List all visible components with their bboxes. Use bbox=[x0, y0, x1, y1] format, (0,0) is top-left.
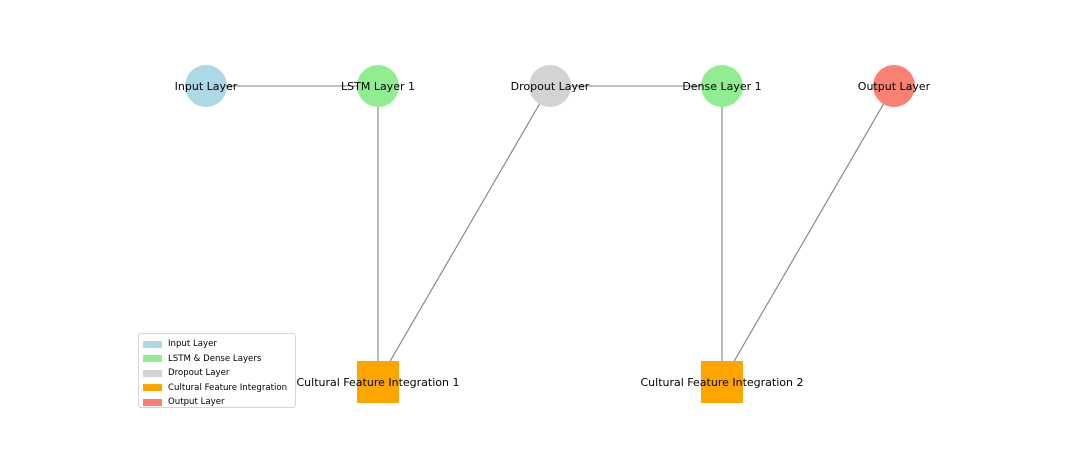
legend-label: Input Layer bbox=[168, 339, 217, 350]
node-label-dropout: Dropout Layer bbox=[511, 80, 590, 93]
node-label-cfi1: Cultural Feature Integration 1 bbox=[297, 376, 460, 389]
legend: Input Layer LSTM & Dense Layers Dropout … bbox=[138, 333, 296, 408]
node-output bbox=[873, 65, 915, 107]
legend-item-input: Input Layer bbox=[143, 337, 295, 352]
node-label-cfi2: Cultural Feature Integration 2 bbox=[641, 376, 804, 389]
node-label-input: Input Layer bbox=[175, 80, 238, 93]
legend-label: Cultural Feature Integration bbox=[168, 382, 288, 393]
legend-item-dropout: Dropout Layer bbox=[143, 366, 295, 381]
node-cfi1 bbox=[357, 361, 399, 403]
node-cfi2 bbox=[701, 361, 743, 403]
node-dense1 bbox=[701, 65, 743, 107]
edge-cfi2-output bbox=[721, 85, 895, 383]
node-lstm1 bbox=[357, 65, 399, 107]
node-labels: Input Layer LSTM Layer 1 Dropout Layer Dens… bbox=[175, 80, 931, 389]
node-label-dense1: Dense Layer 1 bbox=[682, 80, 761, 93]
legend-label: Dropout Layer bbox=[168, 368, 230, 379]
legend-swatch bbox=[143, 384, 162, 392]
legend-swatch bbox=[143, 398, 162, 406]
legend-label: LSTM & Dense Layers bbox=[168, 353, 262, 364]
node-label-output: Output Layer bbox=[858, 80, 931, 93]
nodes bbox=[185, 65, 915, 403]
node-dropout bbox=[529, 65, 571, 107]
node-input bbox=[185, 65, 227, 107]
legend-item-output: Output Layer bbox=[143, 395, 295, 410]
legend-label: Output Layer bbox=[168, 397, 225, 408]
edge-cfi1-dropout bbox=[377, 85, 551, 383]
legend-swatch bbox=[143, 369, 162, 377]
node-label-lstm1: LSTM Layer 1 bbox=[341, 80, 415, 93]
legend-swatch bbox=[143, 340, 162, 348]
legend-item-cultural: Cultural Feature Integration bbox=[143, 381, 295, 396]
legend-item-lstm-dense: LSTM & Dense Layers bbox=[143, 352, 295, 367]
legend-swatch bbox=[143, 355, 162, 363]
edges bbox=[206, 85, 895, 383]
